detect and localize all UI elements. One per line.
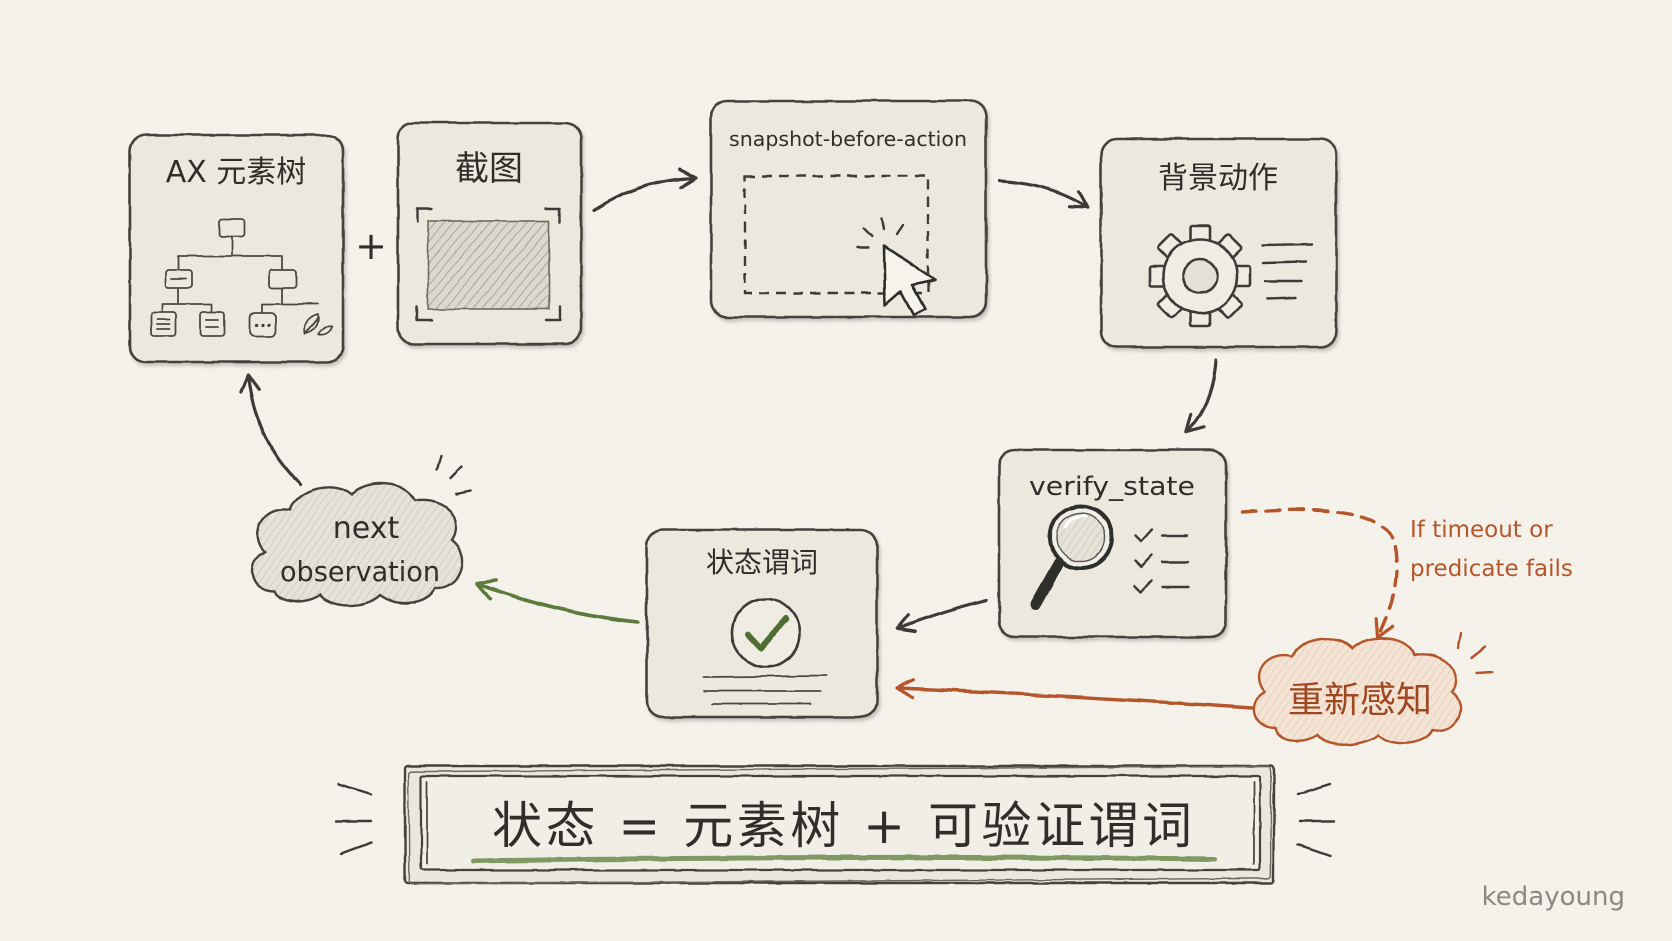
snapshot-box xyxy=(709,99,988,319)
leaf-icon xyxy=(303,313,333,336)
arrow-failure-dashed xyxy=(1240,508,1399,639)
screenshot-label: 截图 xyxy=(455,149,523,189)
arrow-predicate-to-next-observation xyxy=(475,578,640,624)
next-observation-label-line2: observation xyxy=(280,555,440,588)
summary-banner xyxy=(403,764,1276,885)
arrow-re-perceive-to-predicate xyxy=(895,678,1254,710)
ax-tree-box xyxy=(128,133,345,364)
arrow-screenshot-to-snapshot xyxy=(592,167,698,212)
failure-note-line2: predicate fails xyxy=(1410,556,1573,582)
arrow-action-to-verify xyxy=(1184,358,1218,434)
next-observation-cloud xyxy=(250,482,464,607)
arrow-next-observation-to-ax-tree xyxy=(239,373,302,486)
motion-lines-icon xyxy=(1261,242,1314,301)
checklist-icon xyxy=(1133,527,1190,594)
sparkle-icon xyxy=(435,454,472,496)
screenshot-frame-icon xyxy=(415,207,562,322)
re-perceive-cloud xyxy=(1252,636,1462,746)
snapshot-capture-region xyxy=(743,174,930,295)
re-perceive-label: 重新感知 xyxy=(1288,680,1432,721)
signature: kedayoung xyxy=(1482,882,1625,912)
flow-arrows xyxy=(239,167,1399,710)
next-observation-label-line1: next xyxy=(333,511,400,546)
gear-icon xyxy=(1148,224,1252,328)
arrow-verify-to-predicate xyxy=(895,598,988,633)
click-sparkle-icon xyxy=(855,216,905,250)
predicate-text-lines xyxy=(703,675,827,705)
node-icons xyxy=(150,174,1494,858)
ax-tree-label: AX 元素树 xyxy=(166,155,307,190)
plus-connector: + xyxy=(355,224,387,268)
banner-underline xyxy=(471,854,1218,864)
failure-note-line1: If timeout or xyxy=(1410,517,1553,543)
verify-state-label: verify_state xyxy=(1029,472,1195,502)
sparkle-icon xyxy=(334,782,373,856)
state-predicate-label: 状态谓词 xyxy=(706,546,818,579)
tree-hierarchy-icon xyxy=(150,218,333,337)
sparkle-icon xyxy=(1296,782,1336,858)
snapshot-label: snapshot-before-action xyxy=(729,127,967,151)
cursor-icon xyxy=(855,216,937,317)
arrow-snapshot-to-action xyxy=(998,179,1090,210)
checkmark-circle-icon xyxy=(730,597,802,669)
magnifier-icon xyxy=(1030,504,1114,610)
sparkle-icon xyxy=(1456,631,1494,675)
background-action-label: 背景动作 xyxy=(1158,161,1278,196)
